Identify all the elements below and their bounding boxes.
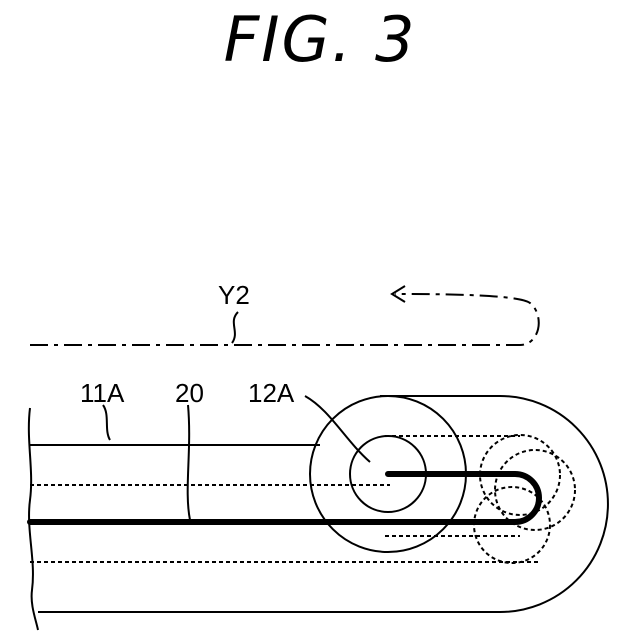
label-11a: 11A [80,378,125,408]
label-12a: 12A [248,378,295,408]
leader-lines [103,312,370,520]
dashed-roller-circles [474,435,575,563]
label-y2: Y2 [218,280,250,310]
label-20: 20 [175,378,204,408]
direction-arrow-y2 [30,286,539,345]
strip-11a-outline [30,396,608,612]
